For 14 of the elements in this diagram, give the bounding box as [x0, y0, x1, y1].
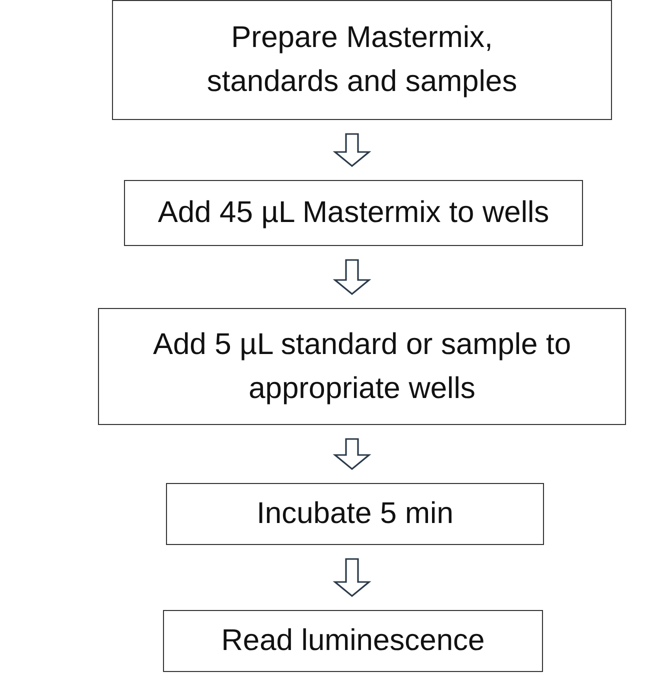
process-box — [112, 0, 612, 120]
step-text: Incubate 5 min — [256, 496, 454, 532]
process-box — [124, 180, 583, 246]
process-box — [166, 483, 544, 545]
step-text: Prepare Mastermix, standards and samples — [206, 20, 518, 100]
block-arrow — [332, 438, 372, 470]
process-box — [163, 610, 543, 672]
step-text: Add 5 µL standard or sample to appropriate wells — [152, 326, 572, 406]
step-text: Add 45 µL Mastermix to wells — [158, 195, 550, 231]
process-box — [98, 308, 626, 425]
block-arrow — [332, 259, 372, 296]
block-arrow — [332, 558, 372, 598]
step-text: Read luminescence — [221, 623, 485, 659]
block-arrow — [332, 133, 372, 168]
